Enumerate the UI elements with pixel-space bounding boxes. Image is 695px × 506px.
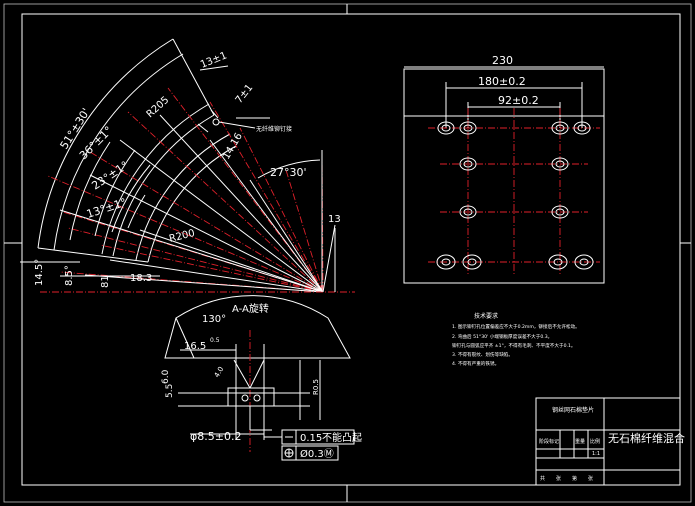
dim-angle-3: 23°±1° bbox=[89, 159, 130, 193]
dim-92: 92±0.2 bbox=[498, 94, 539, 107]
tb-bottom-2: 张 bbox=[556, 475, 561, 482]
tb-bottom-4: 张 bbox=[588, 475, 593, 482]
dim-16-5: 16.5 bbox=[184, 341, 206, 352]
dim-14-5: 14.5° bbox=[34, 259, 45, 286]
dim-angle-5: 27°30' bbox=[270, 166, 307, 179]
sup-0-5: 0.5 bbox=[210, 337, 220, 344]
outer-frame bbox=[3, 3, 692, 503]
notes-title: 技术要求 bbox=[474, 312, 498, 320]
tb-scale: 1:1 bbox=[592, 451, 600, 457]
dim-small-1: 4.0 bbox=[213, 365, 225, 379]
dim-18-3: 18.3 bbox=[130, 273, 152, 284]
tb-header-scale: 比例 bbox=[590, 438, 600, 445]
dim-5-5: 5.5 bbox=[165, 384, 175, 398]
section-view: A-A旋转 130° 16.5 0.5 5.5 6.0 4.0 R0.5 φ8.… bbox=[161, 295, 362, 461]
note-line-5: 4. 不得有严重的铁锈。 bbox=[452, 360, 499, 367]
dim-6-0: 6.0 bbox=[161, 369, 171, 384]
dim-diameter: φ8.5±0.2 bbox=[190, 430, 241, 443]
inner-frame bbox=[21, 13, 681, 486]
note-line-3: 铆钉孔与圆弧应平齐 ±1°，不得有毛刺、不平度不大于0.1。 bbox=[452, 342, 576, 349]
note-line-4: 3. 不得有裂纹、划伤等缺陷。 bbox=[452, 351, 513, 358]
dim-8-5: 8.5° bbox=[64, 265, 75, 286]
tol-flat: 0.15 bbox=[300, 433, 322, 444]
part-name: 钢丝网石棉垫片 bbox=[552, 406, 594, 414]
tb-header-weight: 重量 bbox=[575, 438, 585, 445]
rivet-note: 无纤维铆钉接 bbox=[256, 125, 292, 133]
dim-7pm1: 7±1 bbox=[234, 82, 256, 105]
dim-180: 180±0.2 bbox=[478, 75, 526, 88]
plate-view: 230 180±0.2 92±0.2 bbox=[403, 54, 605, 284]
tb-bottom-3: 第 bbox=[572, 475, 577, 482]
dim-230: 230 bbox=[492, 54, 513, 67]
note-line-1: 1. 图示铆钉孔位置偏差应不大于0.2mm，铆接后不允许松动。 bbox=[452, 323, 580, 330]
dim-r200: R200 bbox=[168, 228, 196, 245]
dim-small-2: R0.5 bbox=[312, 379, 320, 395]
dim-r205: R205 bbox=[145, 95, 172, 121]
tol-pos: Ø0.3Ⓜ bbox=[300, 448, 334, 460]
dim-14-16: 14.16 bbox=[221, 131, 245, 161]
technical-notes: 技术要求 1. 图示铆钉孔位置偏差应不大于0.2mm，铆接后不允许松动。 2. … bbox=[452, 312, 580, 367]
plate-holes bbox=[436, 121, 594, 270]
dim-81: 81 bbox=[100, 275, 111, 288]
tol-flat-note: 不能凸起 bbox=[322, 431, 362, 444]
dim-13: 13 bbox=[328, 214, 341, 225]
title-block: 钢丝网石棉垫片 无石棉纤维混合 阶段标记 重量 比例 1:1 共 张 第 张 bbox=[535, 397, 685, 486]
tb-header-stage: 阶段标记 bbox=[539, 438, 559, 445]
tb-bottom-1: 共 bbox=[540, 475, 545, 482]
section-angle: 130° bbox=[202, 314, 226, 325]
note-line-2: 2. 弯曲后 51°30' 小端钢板厚度误差不大于0.3。 bbox=[452, 333, 552, 340]
section-title: A-A旋转 bbox=[232, 302, 269, 315]
material-name: 无石棉纤维混合 bbox=[608, 431, 685, 445]
elbow-view: 51°±30' 36°±1° 23°±1° 13°±1° 27°30' 13±1… bbox=[20, 38, 355, 293]
